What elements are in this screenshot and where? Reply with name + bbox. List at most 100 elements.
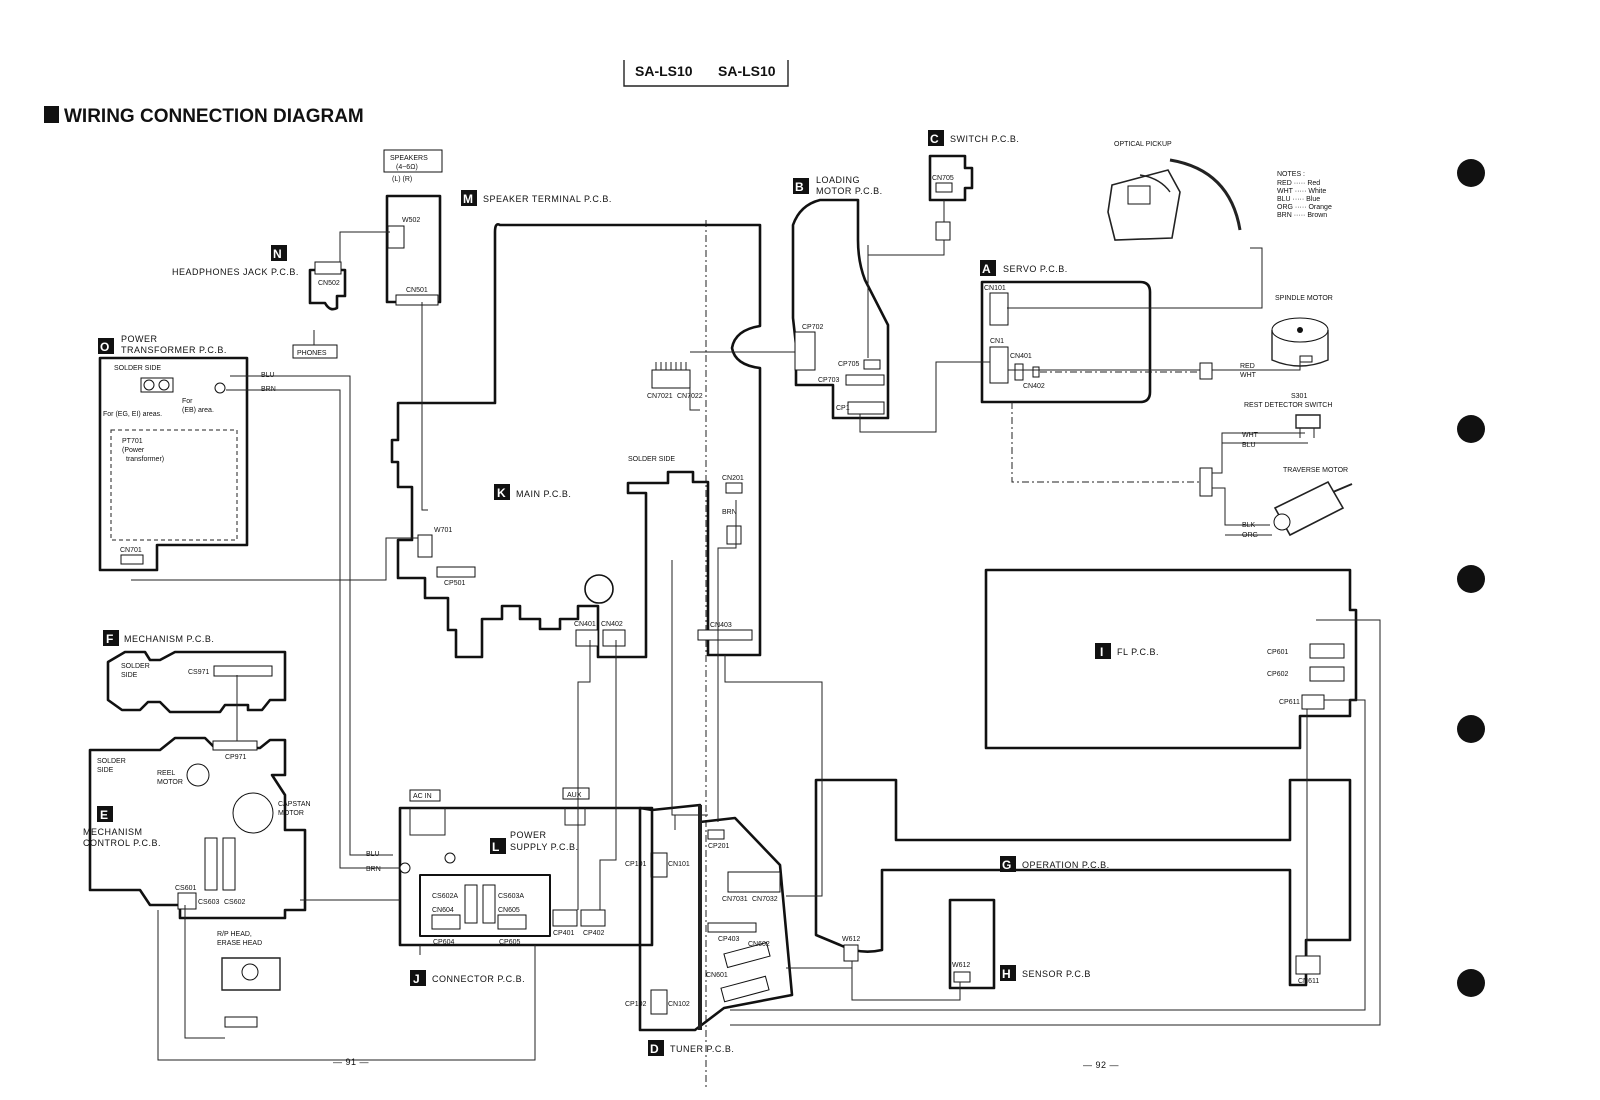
rp-head-label-2: ERASE HEAD bbox=[217, 940, 262, 947]
label-cp702: CP702 bbox=[802, 324, 824, 331]
board-letter-f: F bbox=[106, 632, 113, 646]
power-supply-pcb-outline bbox=[398, 806, 654, 947]
board-letter-n: N bbox=[273, 247, 282, 261]
label-cn101: CN101 bbox=[984, 285, 1006, 292]
label-cs601: CS601 bbox=[175, 885, 197, 892]
label-cn401-main: CN401 bbox=[574, 621, 596, 628]
spindle-motor bbox=[1271, 317, 1329, 367]
board-name-k: MAIN P.C.B. bbox=[516, 489, 571, 499]
label-cn201: CN201 bbox=[722, 475, 744, 482]
label-cn7031: CN7031 bbox=[722, 896, 748, 903]
board-name-d: TUNER P.C.B. bbox=[670, 1044, 734, 1054]
rest-switch-label: REST DETECTOR SWITCH bbox=[1244, 402, 1332, 409]
diagram-title: WIRING CONNECTION DIAGRAM bbox=[64, 106, 364, 127]
label-cp102: CP102 bbox=[625, 1001, 647, 1008]
label-cn402-main: CN402 bbox=[601, 621, 623, 628]
binding-hole bbox=[1457, 715, 1485, 743]
binding-hole bbox=[1457, 969, 1485, 997]
connector-w701 bbox=[417, 534, 433, 558]
connector-cn403 bbox=[697, 629, 753, 641]
board-letter-box-d bbox=[648, 1040, 664, 1056]
connector-cp101-cn101 bbox=[650, 852, 668, 878]
connector-cs601 bbox=[177, 892, 197, 910]
label-cp971: CP971 bbox=[225, 754, 247, 761]
label-cn101-d: CN101 bbox=[668, 861, 690, 868]
wire-red: RED bbox=[1240, 363, 1255, 370]
title-marker bbox=[44, 106, 59, 123]
connector-cn101 bbox=[989, 292, 1009, 326]
speakers-box bbox=[383, 149, 443, 173]
main-solder-side: SOLDER SIDE bbox=[628, 456, 675, 463]
board-letter-d: D bbox=[650, 1042, 659, 1056]
loading-motor-pcb-outline bbox=[791, 198, 890, 420]
notes-heading: NOTES : bbox=[1277, 171, 1305, 178]
binding-hole bbox=[1457, 159, 1485, 187]
connector-cn401 bbox=[1014, 363, 1024, 381]
board-name-i: FL P.C.B. bbox=[1117, 647, 1159, 657]
mechanism-control-pcb-outline bbox=[88, 736, 307, 920]
main-pcb-outline bbox=[390, 223, 762, 659]
board-name-m: SPEAKER TERMINAL P.C.B. bbox=[483, 194, 612, 204]
fl-pcb-outline bbox=[984, 568, 1358, 750]
label-w502: W502 bbox=[402, 217, 420, 224]
connector-cn601 bbox=[720, 975, 770, 1003]
sensor-pcb-outline bbox=[948, 898, 996, 990]
board-name-n: HEADPHONES JACK P.C.B. bbox=[172, 267, 299, 277]
capstan-motor-label: CAPSTAN bbox=[278, 801, 311, 808]
binding-hole bbox=[1457, 565, 1485, 593]
board-letter-i: I bbox=[1100, 645, 1103, 659]
rest-detector-switch bbox=[1295, 414, 1321, 438]
board-name-g: OPERATION P.C.B. bbox=[1022, 860, 1110, 870]
board-letter-box-b bbox=[793, 178, 809, 194]
label-cn7021: CN7021 bbox=[647, 393, 673, 400]
note-item: RED ····· Red bbox=[1277, 180, 1320, 187]
board-letter-box-o bbox=[98, 338, 114, 354]
wire-wht-2: WHT bbox=[1242, 432, 1259, 439]
label-cn602: CN602 bbox=[748, 941, 770, 948]
label-cp601: CP601 bbox=[1267, 649, 1289, 656]
capstan-motor bbox=[232, 792, 274, 834]
note-item: BRN ····· Brown bbox=[1277, 212, 1327, 219]
label-cn402: CN402 bbox=[1023, 383, 1045, 390]
transformer-solder-side: SOLDER SIDE bbox=[114, 365, 161, 372]
reel-motor-label-2: MOTOR bbox=[157, 779, 183, 786]
wire-blk: BLK bbox=[1242, 522, 1256, 529]
connector-cp102-cn102 bbox=[650, 989, 668, 1015]
optical-pickup-label: OPTICAL PICKUP bbox=[1114, 141, 1172, 148]
connector-cp403 bbox=[707, 922, 757, 933]
board-letter-box-n bbox=[271, 245, 287, 261]
operation-pcb-outline bbox=[814, 778, 1352, 987]
connector-pcb-outline bbox=[419, 874, 551, 937]
label-cp401: CP401 bbox=[553, 930, 575, 937]
board-name-h: SENSOR P.C.B bbox=[1022, 969, 1091, 979]
cs602a-plug bbox=[464, 884, 478, 924]
speakers-impedance: (4~6Ω) bbox=[396, 164, 418, 171]
label-cn7032: CN7032 bbox=[752, 896, 778, 903]
connector-cn701 bbox=[120, 554, 144, 565]
board-name-b2: MOTOR P.C.B. bbox=[816, 186, 883, 196]
pt701-label-3: transformer) bbox=[126, 456, 164, 463]
s301-label: S301 bbox=[1291, 393, 1307, 400]
wire-brn-l: BRN bbox=[366, 866, 381, 873]
label-cn502: CN502 bbox=[318, 280, 340, 287]
label-cs602a: CS602A bbox=[432, 893, 458, 900]
traverse-connector bbox=[1199, 467, 1213, 497]
wire-brn: BRN bbox=[722, 509, 737, 516]
model-header: SA-LS10 SA-LS10 bbox=[623, 60, 789, 87]
label-cn403: CN403 bbox=[710, 622, 732, 629]
board-letter-a: A bbox=[982, 262, 991, 276]
connector-cp702 bbox=[794, 331, 816, 371]
optical-pickup bbox=[1107, 158, 1242, 241]
connector-cp402 bbox=[580, 909, 606, 927]
terminal-1-l bbox=[399, 862, 411, 874]
speakers-lr: (L) (R) bbox=[392, 176, 412, 183]
switch-pcb-outline bbox=[928, 154, 974, 202]
speakers-label: SPEAKERS bbox=[390, 155, 428, 162]
model-label-left: SA-LS10 bbox=[635, 63, 693, 79]
label-cp1: CP1 bbox=[836, 405, 850, 412]
label-w612-h: W612 bbox=[952, 962, 970, 969]
connector-cn201 bbox=[725, 482, 743, 494]
capstan-motor-label-2: MOTOR bbox=[278, 810, 304, 817]
connector-cn502 bbox=[314, 261, 342, 275]
label-cp101: CP101 bbox=[625, 861, 647, 868]
